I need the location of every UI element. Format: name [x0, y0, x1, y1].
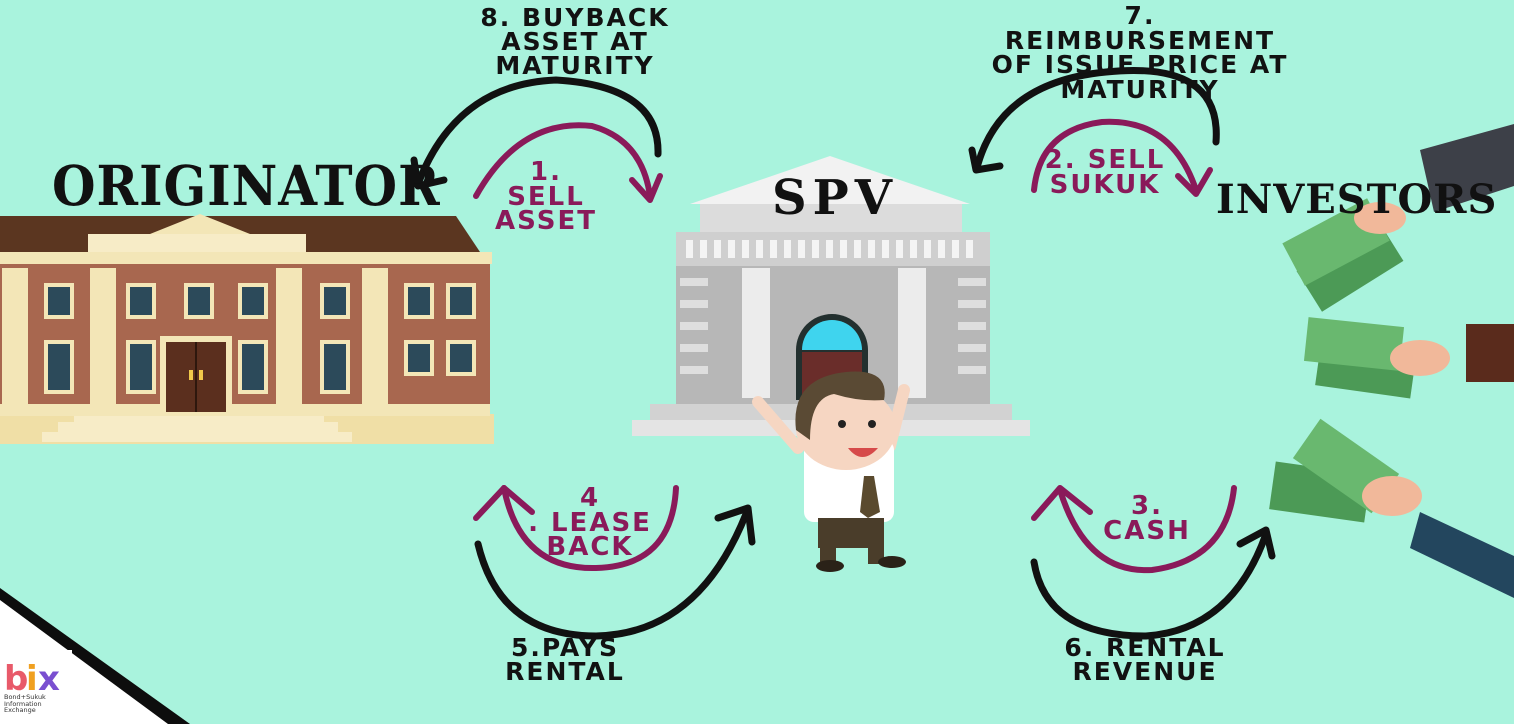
man-figure: [752, 371, 910, 572]
inner-arrows: [473, 118, 1237, 574]
step-3-label: 3. CASH: [1103, 491, 1191, 546]
spv-title: SPV: [772, 170, 898, 226]
arrow-2-head: [1175, 167, 1213, 197]
svg-text:x: x: [38, 659, 60, 699]
arrow-7-reimbursement: [974, 66, 1220, 168]
step-8-label: 8. BUYBACK ASSET AT MATURITY: [480, 3, 670, 80]
originator-building: [0, 214, 494, 444]
arrow-6-head: [1236, 526, 1276, 560]
arrow-1-head: [629, 173, 663, 203]
outer-arrows: [410, 66, 1276, 640]
originator-title: ORIGINATOR: [52, 153, 441, 218]
arrow-6-rental-revenue: [1030, 530, 1270, 640]
arrow-8-buyback: [414, 76, 662, 188]
step-1-label: 1. SELL ASSET: [495, 157, 597, 237]
svg-text:b: b: [4, 659, 28, 699]
arrow-5-head: [714, 504, 756, 546]
investors-title: INVESTORS: [1216, 176, 1498, 223]
arrow-7-head: [968, 146, 1004, 174]
investor-hands: [1269, 124, 1514, 598]
step-7-label: 7. REIMBURSEMENT OF ISSUE PRICE AT MATUR…: [991, 1, 1289, 104]
arrow-3-cash: [1057, 485, 1237, 574]
step-5-label: 5.PAYS RENTAL: [505, 633, 625, 686]
arrow-4-head: [473, 485, 535, 521]
step-4-label: 4 . LEASE BACK: [528, 483, 652, 563]
bix-tagline: Bond+Sukuk Information Exchange: [4, 693, 46, 714]
arrow-5-pays-rental: [474, 510, 750, 640]
arrow-4-lease-back: [501, 485, 679, 572]
step-2-label: 2. SELL SUKUK: [1044, 145, 1166, 200]
bix-logo: b i x: [0, 650, 72, 724]
step-6-label: 6. RENTAL REVENUE: [1064, 633, 1226, 686]
spv-building: [632, 156, 1030, 436]
arrow-3-head: [1031, 485, 1093, 521]
svg-text:i: i: [26, 659, 38, 699]
arrow-1-sell-asset: [473, 122, 653, 199]
arrow-2-sell-sukuk: [1031, 118, 1199, 193]
arrow-8-head: [410, 156, 448, 190]
